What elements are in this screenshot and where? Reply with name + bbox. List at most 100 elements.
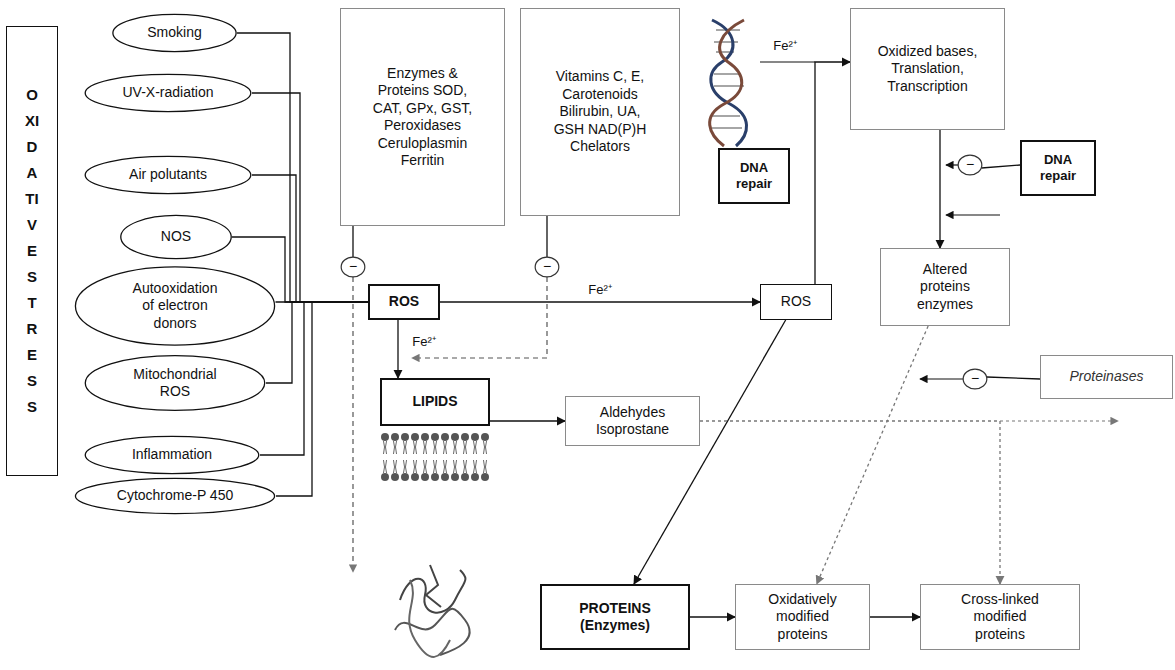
dna-rung	[714, 41, 738, 43]
node-text: −	[349, 258, 357, 276]
protein-strand	[400, 570, 465, 613]
connector-arrow	[634, 320, 786, 584]
dna-rung	[712, 127, 742, 129]
node-text: Oxidatively modified proteins	[753, 591, 853, 644]
connector-arrow	[817, 326, 928, 584]
ellipse-outline	[85, 436, 259, 473]
dna-rung	[714, 85, 744, 87]
inhibitor-circle: −	[535, 257, 559, 277]
node-text: Mitochondrial ROS	[123, 366, 228, 401]
node-text: Enzymes & Proteins SOD, CAT, GPx, GST, P…	[370, 65, 475, 170]
node-text: Air polutants	[129, 166, 207, 184]
node-text: ROS	[781, 293, 811, 311]
dna-rung	[712, 115, 740, 117]
node-text: DNA repair	[1028, 152, 1088, 185]
connector-group	[232, 33, 1040, 617]
product-arrow	[1000, 420, 1118, 421]
node-text: OXIDATIVE STRESS	[23, 82, 41, 420]
source-ellipse: Inflammation	[84, 436, 260, 474]
node-text: PROTEINS (Enzymes)	[565, 600, 665, 635]
connector-arrow	[700, 421, 1000, 584]
node-text: ROS	[389, 293, 419, 311]
inhibition-line	[352, 277, 353, 572]
damage-box: Oxidized bases, Translation, Transcripti…	[850, 8, 1005, 130]
product-box: Oxidatively modified proteins	[735, 584, 870, 650]
target-box: PROTEINS (Enzymes)	[540, 584, 690, 650]
ellipse-outline	[113, 14, 236, 51]
ellipse-outline	[85, 156, 251, 193]
connector-arrow	[690, 616, 735, 617]
connector-line	[260, 302, 368, 455]
dna-strand	[710, 20, 744, 146]
ellipse-outline	[958, 155, 982, 175]
source-ellipse: Smoking	[112, 14, 237, 52]
node-text: Proteinases	[1070, 368, 1144, 386]
inhibitor-circle: −	[958, 155, 982, 175]
inhibitor-circle: −	[963, 369, 987, 389]
stress-band: OXIDATIVE STRESS	[6, 26, 58, 476]
ion-label: Fe²⁺	[771, 38, 799, 54]
node-text: −	[966, 156, 974, 174]
protein-strand	[395, 609, 470, 655]
node-text: UV-X-radiation	[122, 84, 213, 102]
source-ellipse: Air polutants	[84, 156, 252, 194]
connector-line	[266, 302, 368, 383]
enzyme-box: Proteinases	[1040, 355, 1173, 399]
connector-arrow	[440, 301, 760, 302]
connector-arrow	[490, 420, 565, 421]
connector-arrow	[397, 320, 398, 378]
target-box: LIPIDS	[380, 378, 490, 426]
inhibition-line	[946, 164, 958, 165]
inhibition-line	[920, 378, 963, 379]
input-arrow	[946, 214, 1000, 215]
connector-line	[252, 175, 368, 302]
connector-line	[276, 302, 368, 496]
edge-label: Fe²⁺	[586, 282, 614, 298]
protein-strand	[426, 565, 441, 607]
ros-box: ROS	[368, 284, 440, 320]
antioxidant-box: Vitamins C, E, Carotenoids Bilirubin, UA…	[520, 8, 680, 216]
connector-arrow	[815, 62, 850, 284]
node-text: Cross-linked modified proteins	[950, 591, 1050, 644]
node-text: LIPIDS	[412, 393, 457, 411]
repair-box: DNA repair	[1020, 140, 1096, 196]
ellipse-outline	[75, 478, 274, 513]
source-ellipse: Mitochondrial ROS	[84, 355, 266, 411]
product-box: Cross-linked modified proteins	[920, 584, 1080, 650]
protein-ribbon	[395, 565, 470, 657]
ellipse-outline	[341, 257, 365, 277]
node-text: NOS	[161, 228, 191, 246]
ellipse-outline	[75, 267, 274, 345]
connector-arrow	[939, 130, 940, 248]
inhibitor-circle: −	[341, 257, 365, 277]
product-box: Aldehydes Isoprostane	[565, 396, 700, 446]
antioxidant-box: Enzymes & Proteins SOD, CAT, GPx, GST, P…	[340, 8, 505, 226]
repair-box: DNA repair	[718, 148, 790, 204]
node-text: Vitamins C, E, Carotenoids Bilirubin, UA…	[550, 68, 650, 156]
leader-line	[760, 61, 815, 62]
illustration-layer	[353, 20, 1118, 657]
connector-line	[981, 165, 1020, 168]
connector-arrow	[870, 616, 920, 617]
node-text: Cytochrome-P 450	[117, 487, 233, 505]
dna-rung	[714, 73, 740, 75]
connector-line	[987, 377, 1040, 379]
edge-label: Fe²⁺	[410, 334, 438, 350]
source-ellipse: Autooxidation of electron donors	[74, 266, 276, 346]
connector-line	[352, 226, 353, 257]
ellipse-outline	[121, 215, 231, 258]
ros-box: ROS	[760, 284, 832, 320]
node-text: Aldehydes Isoprostane	[585, 404, 680, 439]
node-text: Altered proteins enzymes	[908, 261, 983, 314]
ellipse-outline	[963, 369, 987, 389]
lipid-bilayer	[380, 432, 490, 482]
ellipse-outline	[85, 74, 251, 111]
node-text: Autooxidation of electron donors	[125, 280, 225, 333]
connector-line	[546, 216, 547, 257]
node-text: −	[543, 258, 551, 276]
ellipse-outline	[85, 356, 264, 411]
connector-line	[252, 93, 368, 302]
node-text: −	[971, 370, 979, 388]
node-text: Inflammation	[132, 446, 212, 464]
